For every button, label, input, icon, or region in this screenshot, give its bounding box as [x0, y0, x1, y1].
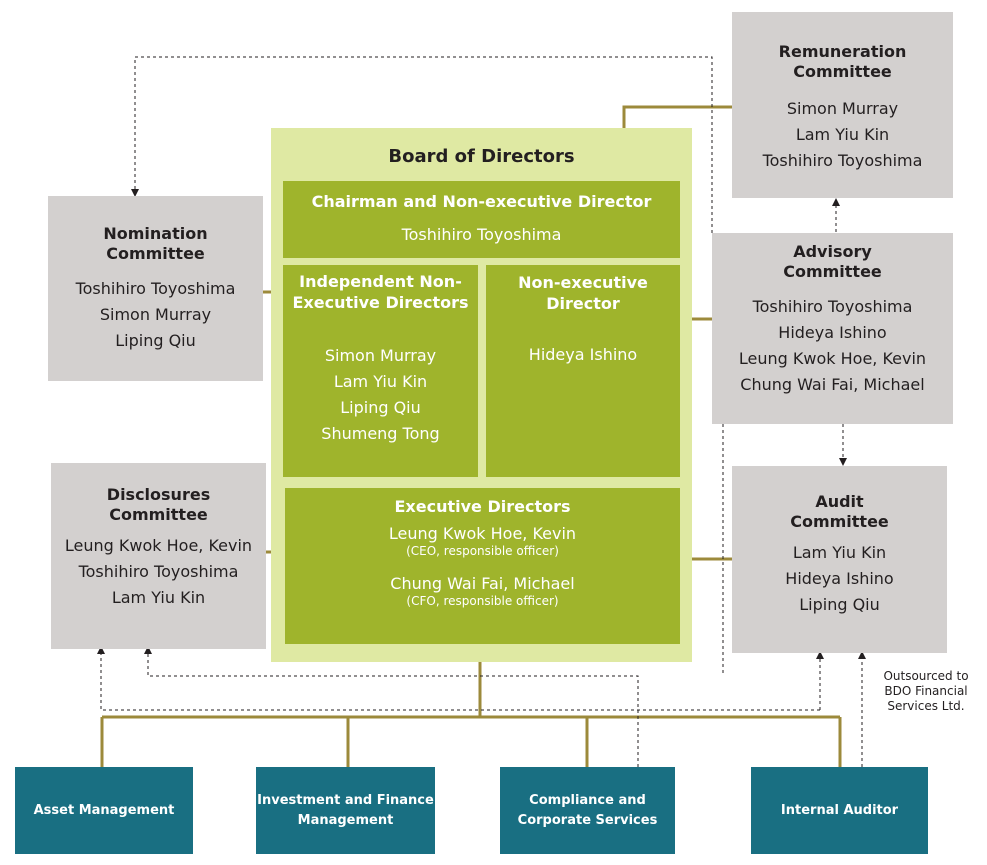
committee-member: Leung Kwok Hoe, Kevin — [64, 536, 253, 555]
remuneration-committee: Remuneration Committee Simon Murray Lam … — [732, 12, 953, 198]
nomination-committee: Nomination Committee Toshihiro Toyoshima… — [48, 196, 263, 381]
disclosures-committee: Disclosures Committee Leung Kwok Hoe, Ke… — [51, 463, 266, 649]
independent-director: Simon Murray — [324, 346, 437, 365]
committee-member: Simon Murray — [786, 99, 899, 118]
executive-director: Chung Wai Fai, Michael (CFO, responsible… — [285, 574, 680, 608]
executive-director-name: Leung Kwok Hoe, Kevin — [388, 524, 577, 543]
internal-auditor-box: Internal Auditor — [751, 767, 928, 854]
committee-member: Toshihiro Toyoshima — [75, 279, 236, 298]
asset-management-label: Asset Management — [33, 802, 175, 818]
independent-directors-title: Independent Non- Executive Directors — [292, 272, 469, 312]
nonexec-director-title: Non-executive Director — [518, 273, 648, 313]
committee-member: Simon Murray — [99, 305, 212, 324]
committee-member: Toshihiro Toyoshima — [78, 562, 239, 581]
chairman-section: Chairman and Non-executive Director Tosh… — [283, 181, 680, 258]
executive-directors-title: Executive Directors — [394, 497, 571, 516]
committee-member: Lam Yiu Kin — [792, 543, 887, 562]
independent-directors-section: Independent Non- Executive Directors Sim… — [283, 265, 478, 477]
investment-finance-label: Management — [297, 812, 394, 828]
committee-member: Lam Yiu Kin — [795, 125, 890, 144]
nomination-committee-title: Nomination Committee — [103, 224, 208, 263]
committee-member: Lam Yiu Kin — [111, 588, 206, 607]
dashed-connectors — [97, 56, 866, 767]
committee-member: Liping Qiu — [115, 331, 196, 350]
committee-member: Chung Wai Fai, Michael — [740, 375, 925, 394]
committee-member: Toshihiro Toyoshima — [752, 297, 913, 316]
chairman-member: Toshihiro Toyoshima — [401, 225, 562, 244]
asset-management-box: Asset Management — [15, 767, 193, 854]
audit-committee-title: Audit Committee — [790, 492, 889, 531]
nonexec-director-member: Hideya Ishino — [528, 345, 638, 364]
internal-auditor-label: Internal Auditor — [780, 802, 899, 818]
committee-member: Toshihiro Toyoshima — [762, 151, 923, 170]
executive-directors-section: Executive Directors Leung Kwok Hoe, Kevi… — [285, 488, 680, 644]
dashed-remuneration-to-nomination — [131, 56, 713, 233]
committee-member: Hideya Ishino — [785, 569, 894, 588]
advisory-committee-title: Advisory Committee — [783, 242, 882, 281]
executive-director-name: Chung Wai Fai, Michael — [390, 574, 575, 593]
executive-director-role: (CFO, responsible officer) — [406, 594, 559, 608]
dashed-departments-to-disclosures — [97, 646, 820, 711]
dashed-compliance-to-disclosures — [144, 646, 639, 767]
independent-director: Liping Qiu — [340, 398, 421, 417]
investment-finance-label: Investment and Finance — [257, 792, 434, 808]
committee-member: Leung Kwok Hoe, Kevin — [738, 349, 927, 368]
outsourced-note: Outsourced to BDO Financial Services Ltd… — [883, 669, 969, 713]
compliance-corporate-box: Compliance and Corporate Services — [500, 767, 675, 854]
committee-member: Hideya Ishino — [778, 323, 887, 342]
solid-connectors — [100, 105, 842, 767]
chairman-title: Chairman and Non-executive Director — [311, 192, 652, 211]
independent-director: Shumeng Tong — [321, 424, 440, 443]
remuneration-committee-title: Remuneration Committee — [778, 42, 907, 81]
executive-director: Leung Kwok Hoe, Kevin (CEO, responsible … — [285, 524, 680, 558]
disclosures-committee-title: Disclosures Committee — [106, 485, 211, 524]
committee-member: Liping Qiu — [799, 595, 880, 614]
advisory-committee: Advisory Committee Toshihiro Toyoshima H… — [712, 233, 953, 424]
investment-finance-box: Investment and Finance Management — [256, 767, 435, 854]
compliance-corporate-label: Compliance and — [529, 792, 646, 808]
independent-director: Lam Yiu Kin — [333, 372, 428, 391]
board-title: Board of Directors — [388, 146, 575, 167]
executive-director-role: (CEO, responsible officer) — [406, 544, 559, 558]
nonexec-director-section: Non-executive Director Hideya Ishino — [486, 265, 680, 477]
compliance-corporate-label: Corporate Services — [517, 812, 658, 828]
connector-board-remuneration — [622, 105, 732, 128]
audit-committee: Audit Committee Lam Yiu Kin Hideya Ishin… — [732, 466, 947, 653]
